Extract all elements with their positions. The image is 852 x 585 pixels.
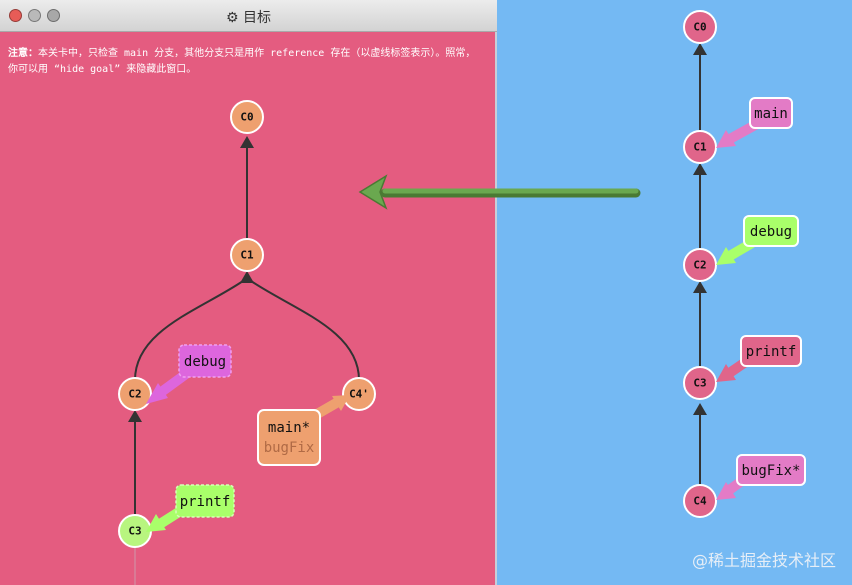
zoom-button[interactable] — [47, 9, 60, 22]
commit-c3[interactable]: C3 — [118, 514, 152, 548]
svg-text:C2: C2 — [693, 259, 706, 272]
tag-arrowhead-debug — [146, 383, 168, 404]
commit-c0[interactable]: C0 — [230, 100, 264, 134]
branch-tag-bugfix-current[interactable]: bugFix* — [716, 454, 806, 500]
branch-tag-main-current[interactable]: main — [716, 97, 793, 148]
commit-c2[interactable]: C2 — [118, 377, 152, 411]
svg-text:C4: C4 — [693, 495, 707, 508]
tag-arrowhead-debug-current — [716, 247, 736, 265]
svg-text:C1: C1 — [240, 249, 254, 262]
svg-text:printf: printf — [180, 494, 231, 510]
branch-tag-main-bugfix[interactable]: main* bugFix — [257, 395, 350, 466]
svg-text:C0: C0 — [240, 111, 253, 124]
goal-titlebar: ⚙ 目标 — [0, 0, 497, 32]
commit-c4-current[interactable]: C4 — [683, 484, 717, 518]
window-title: ⚙ 目标 — [0, 7, 497, 27]
commit-c2-current[interactable]: C2 — [683, 248, 717, 282]
svg-text:main: main — [754, 106, 788, 122]
goal-note: 注意：本关卡中，只检查 main 分支，其他分支只是用作 reference 存… — [8, 46, 490, 78]
window-title-text: 目标 — [243, 10, 271, 26]
svg-text:C2: C2 — [128, 388, 141, 401]
svg-text:C1: C1 — [693, 141, 707, 154]
watermark: @稀土掘金技术社区 — [691, 551, 836, 570]
commit-c0-current[interactable]: C0 — [683, 10, 717, 44]
commit-c3-current[interactable]: C3 — [683, 366, 717, 400]
gear-icon: ⚙ — [225, 10, 239, 26]
svg-text:C0: C0 — [693, 21, 706, 34]
svg-text:debug: debug — [750, 224, 792, 240]
svg-text:C3: C3 — [128, 525, 141, 538]
branch-tag-debug[interactable]: debug — [146, 344, 232, 404]
goal-arrow — [358, 174, 641, 210]
commit-c4-prime[interactable]: C4' — [342, 377, 376, 411]
current-tree: C0 C1 C2 C3 C4 main — [683, 10, 806, 518]
svg-text:C4': C4' — [349, 388, 369, 401]
edge-c2-c1 — [134, 280, 244, 381]
tag-arrowhead-printf-current — [716, 364, 736, 382]
svg-text:C3: C3 — [693, 377, 706, 390]
arrowhead-c0 — [240, 136, 254, 148]
note-body: 本关卡中，只检查 main 分支，其他分支只是用作 reference 存在（以… — [38, 48, 476, 59]
arrowhead-c1 — [240, 271, 254, 283]
arrowhead-c2-current — [693, 281, 707, 293]
minimize-button[interactable] — [28, 9, 41, 22]
svg-text:main*: main* — [268, 420, 310, 436]
close-button[interactable] — [9, 9, 22, 22]
tag-arrowhead-main — [332, 395, 350, 411]
note-line2: 你可以用 “hide goal” 来隐藏此窗口。 — [8, 64, 197, 75]
svg-text:printf: printf — [746, 344, 797, 360]
tag-arrowhead-main-current — [716, 130, 736, 148]
commit-c1-current[interactable]: C1 — [683, 130, 717, 164]
edge-c4p-c1 — [250, 280, 360, 381]
tag-arrowhead-printf — [146, 514, 166, 532]
branch-tag-printf-current[interactable]: printf — [716, 335, 802, 382]
goal-panel: ⚙ 目标 注意：本关卡中，只检查 main 分支，其他分支只是用作 refere… — [0, 0, 497, 585]
arrowhead-c2 — [128, 410, 142, 422]
svg-text:debug: debug — [184, 354, 226, 370]
arrowhead-c1-current — [693, 163, 707, 175]
svg-text:bugFix: bugFix — [264, 440, 315, 456]
arrowhead-c3-current — [693, 403, 707, 415]
branch-tag-printf[interactable]: printf — [146, 484, 235, 532]
commit-c1[interactable]: C1 — [230, 238, 264, 272]
note-lead: 注意： — [8, 48, 38, 59]
tag-arrow-debug — [157, 369, 189, 398]
branch-tag-debug-current[interactable]: debug — [716, 215, 799, 265]
svg-text:bugFix*: bugFix* — [741, 463, 800, 479]
goal-tree: C0 C1 C2 C3 C4' deb — [118, 100, 376, 585]
tag-arrowhead-bugfix-current — [716, 482, 736, 500]
arrowhead-c0-current — [693, 43, 707, 55]
